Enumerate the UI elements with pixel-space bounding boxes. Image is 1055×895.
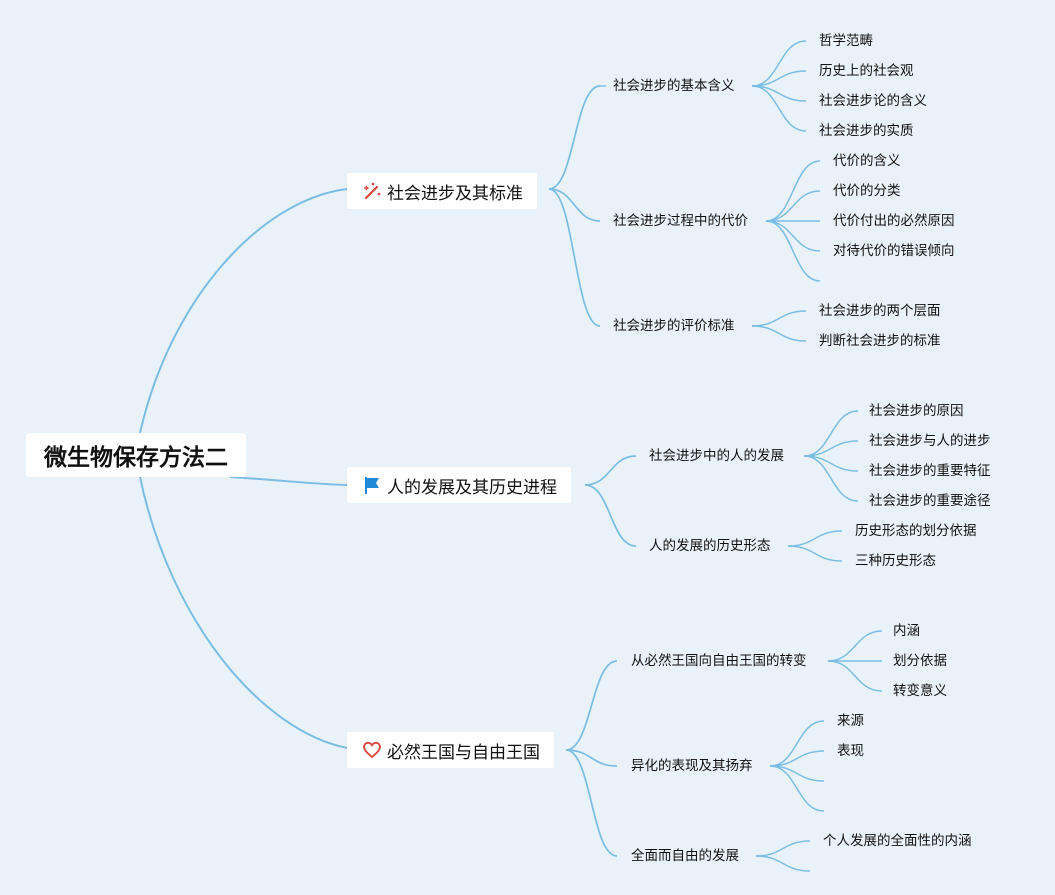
branch-label: 必然王国与自由王国 <box>387 742 540 763</box>
subtopic[interactable]: 全面而自由的发展 <box>631 848 739 864</box>
branch-label: 人的发展及其历史进程 <box>387 477 557 498</box>
connector <box>803 410 859 457</box>
branch-human-development[interactable]: 人的发展及其历史进程 <box>347 467 571 503</box>
connector <box>584 455 637 486</box>
subtopic[interactable]: 从必然王国向自由王国的转变 <box>631 653 807 669</box>
leaf-topic[interactable]: 社会进步的两个层面 <box>819 303 941 319</box>
subtopic[interactable]: 异化的表现及其扬弃 <box>631 758 753 774</box>
root-topic[interactable]: 微生物保存方法二 <box>26 433 246 477</box>
subtopic[interactable]: 社会进步的基本含义 <box>613 78 735 94</box>
connector <box>803 440 859 457</box>
connector <box>565 749 618 857</box>
leaf-topic[interactable]: 历史形态的划分依据 <box>855 523 977 539</box>
leaf-topic[interactable]: 表现 <box>837 743 864 759</box>
connector <box>565 749 618 767</box>
flag-icon <box>361 474 383 496</box>
connector <box>765 160 821 222</box>
connector <box>765 220 821 252</box>
leaf-topic[interactable]: 判断社会进步的标准 <box>819 333 941 349</box>
connector <box>751 85 807 132</box>
branch-label: 社会进步及其标准 <box>387 183 523 204</box>
leaf-topic[interactable]: 哲学范畴 <box>819 33 873 49</box>
connector <box>751 40 807 87</box>
subtopic[interactable]: 社会进步过程中的代价 <box>613 213 748 229</box>
connector <box>787 545 843 562</box>
leaf-topic[interactable]: 历史上的社会观 <box>819 63 914 79</box>
leaf-topic[interactable]: 转变意义 <box>893 683 947 699</box>
connector <box>769 750 825 767</box>
leaf-topic[interactable]: 社会进步的重要途径 <box>869 493 991 509</box>
branch-social-progress[interactable]: 社会进步及其标准 <box>347 173 537 209</box>
branch-necessity-freedom[interactable]: 必然王国与自由王国 <box>347 732 554 768</box>
connector <box>548 188 601 327</box>
connector <box>751 310 807 327</box>
leaf-topic[interactable]: 个人发展的全面性的内涵 <box>823 833 972 849</box>
leaf-topic[interactable]: 内涵 <box>893 623 920 639</box>
connector <box>548 85 601 190</box>
connector <box>139 476 348 749</box>
connector <box>769 765 825 812</box>
connector <box>787 530 843 547</box>
leaf-topic[interactable]: 社会进步与人的进步 <box>869 433 991 449</box>
connector <box>803 455 859 502</box>
connector <box>765 190 821 222</box>
leaf-topic[interactable]: 来源 <box>837 713 864 729</box>
connector <box>751 325 807 342</box>
subtopic[interactable]: 人的发展的历史形态 <box>649 538 771 554</box>
leaf-topic[interactable]: 代价的含义 <box>833 153 901 169</box>
connector <box>584 484 637 547</box>
leaf-topic[interactable]: 代价付出的必然原因 <box>833 213 955 229</box>
connector <box>755 855 811 872</box>
connector <box>751 70 807 87</box>
leaf-topic[interactable]: 划分依据 <box>893 653 947 669</box>
leaf-topic[interactable]: 社会进步的原因 <box>869 403 964 419</box>
connector <box>827 630 883 662</box>
subtopic[interactable]: 社会进步的评价标准 <box>613 318 735 334</box>
leaf-topic[interactable]: 代价的分类 <box>833 183 901 199</box>
magic-wand-icon <box>361 180 383 202</box>
connector <box>548 188 601 222</box>
connector <box>755 840 811 857</box>
leaf-topic[interactable]: 社会进步的实质 <box>819 123 914 139</box>
connector <box>827 660 883 692</box>
leaf-topic[interactable]: 社会进步论的含义 <box>819 93 927 109</box>
heart-icon <box>361 739 383 761</box>
subtopic[interactable]: 社会进步中的人的发展 <box>649 448 784 464</box>
leaf-topic[interactable]: 三种历史形态 <box>855 553 936 569</box>
connector <box>565 660 618 751</box>
leaf-topic[interactable]: 对待代价的错误倾向 <box>833 243 955 259</box>
connector <box>765 220 821 282</box>
connector <box>229 476 348 486</box>
leaf-topic[interactable]: 社会进步的重要特征 <box>869 463 991 479</box>
connector <box>139 188 348 434</box>
connector <box>769 720 825 767</box>
